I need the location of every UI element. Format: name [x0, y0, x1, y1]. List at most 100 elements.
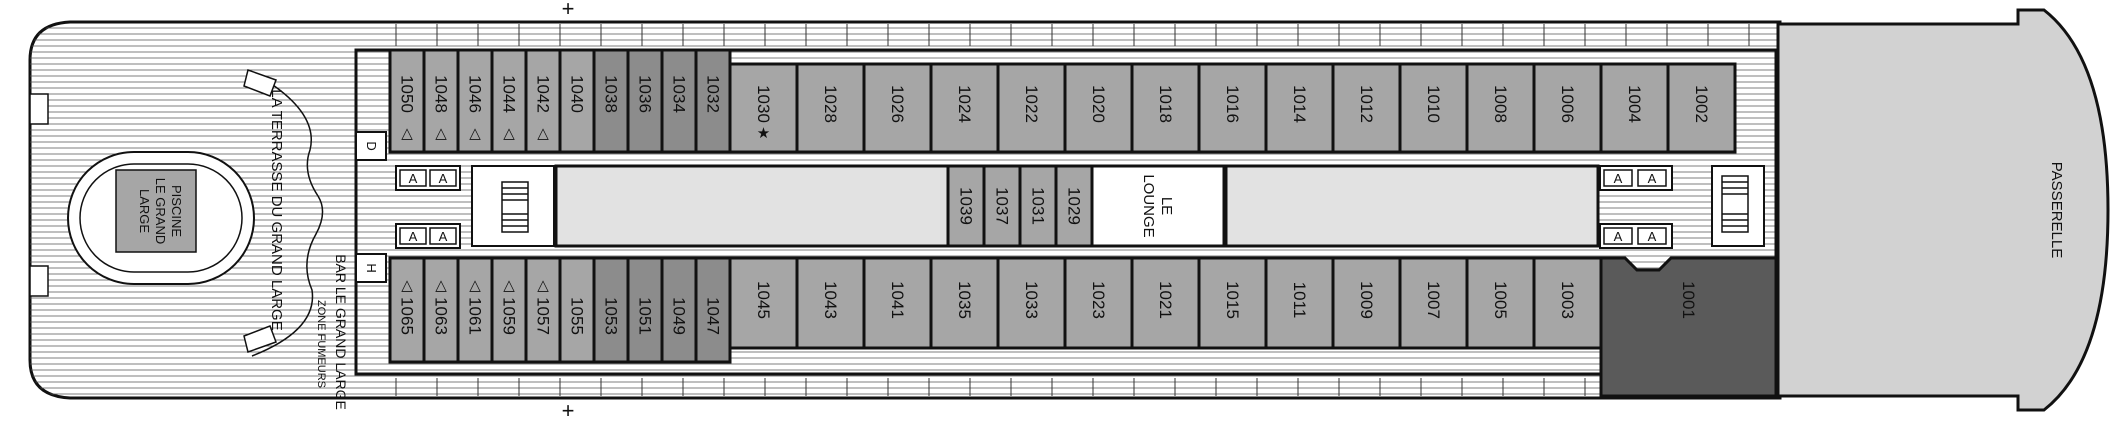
cabin-1004[interactable]: 1004	[1599, 62, 1670, 154]
cabin-box[interactable]	[626, 256, 664, 364]
cabin-1009[interactable]: 1009	[1331, 256, 1402, 350]
cabin-box[interactable]	[1054, 164, 1094, 248]
cabin-1044[interactable]: 1044△	[490, 48, 528, 154]
cabin-1057[interactable]: 1057△	[524, 256, 562, 364]
cabin-1012[interactable]: 1012	[1331, 62, 1402, 154]
cabin-1053[interactable]: 1053	[592, 256, 630, 364]
cabin-1051[interactable]: 1051	[626, 256, 664, 364]
cabin-box[interactable]	[795, 62, 866, 154]
cabin-1034[interactable]: 1034	[660, 48, 698, 154]
cabin-box[interactable]	[592, 256, 630, 364]
cabin-box[interactable]	[1532, 62, 1603, 154]
cabin-box[interactable]	[728, 256, 799, 350]
cabin-1008[interactable]: 1008	[1465, 62, 1536, 154]
cabin-number: 1041	[888, 281, 907, 319]
cabin-1041[interactable]: 1041	[862, 256, 933, 350]
cabin-1031[interactable]: 1031	[1018, 164, 1058, 248]
cabin-box[interactable]	[1398, 256, 1469, 350]
cabin-number: 1007	[1424, 281, 1443, 319]
cabin-1061[interactable]: 1061△	[456, 256, 494, 364]
superstructure-outline	[354, 48, 1778, 376]
cabin-1047[interactable]: 1047	[694, 256, 732, 364]
owner-suite: 1001	[1599, 256, 1778, 398]
cabin-1055[interactable]: 1055	[558, 256, 596, 364]
triangle-icon: △	[537, 277, 549, 294]
cabin-1049[interactable]: 1049	[660, 256, 698, 364]
cabin-box[interactable]	[422, 256, 460, 364]
cabin-1018[interactable]: 1018	[1130, 62, 1201, 154]
cabin-box[interactable]	[422, 48, 460, 154]
bar-label: BAR LE GRAND LARGE	[333, 254, 349, 410]
cabin-1024[interactable]: 1024	[929, 62, 1000, 154]
cabin-number: 1030	[754, 85, 773, 123]
cabin-1063[interactable]: 1063△	[422, 256, 460, 364]
cabin-1010[interactable]: 1010	[1398, 62, 1469, 154]
cabin-1059[interactable]: 1059△	[490, 256, 528, 364]
cabin-1026[interactable]: 1026	[862, 62, 933, 154]
cabin-box[interactable]	[1465, 62, 1536, 154]
cabin-1028[interactable]: 1028	[795, 62, 866, 154]
cabin-1042[interactable]: 1042△	[524, 48, 562, 154]
cabin-1022[interactable]: 1022	[996, 62, 1067, 154]
acc-box	[1603, 169, 1633, 187]
cabin-box[interactable]	[795, 256, 866, 350]
cabin-1006[interactable]: 1006	[1532, 62, 1603, 154]
lounge	[1090, 164, 1226, 248]
cabin-box[interactable]	[660, 48, 698, 154]
cabin-box[interactable]	[946, 164, 986, 248]
triangle-icon: △	[503, 277, 515, 294]
cabin-1036[interactable]: 1036	[626, 48, 664, 154]
cabin-number: 1055	[568, 297, 587, 335]
cabin-1002[interactable]: 1002	[1666, 62, 1737, 154]
cabin-1033[interactable]: 1033	[996, 256, 1067, 350]
cabin-1011[interactable]: 1011	[1264, 256, 1335, 350]
acc-label: A	[1648, 229, 1657, 244]
cabin-box[interactable]	[1666, 62, 1737, 154]
cabin-1037[interactable]: 1037	[982, 164, 1022, 248]
cabin-1050[interactable]: 1050△	[388, 48, 426, 154]
cabin-1020[interactable]: 1020	[1063, 62, 1134, 154]
cabin-box[interactable]	[490, 48, 528, 154]
cabin-1048[interactable]: 1048△	[422, 48, 460, 154]
cabin-1023[interactable]: 1023	[1063, 256, 1134, 350]
cabin-1045[interactable]: 1045	[728, 256, 799, 350]
cabin-1016[interactable]: 1016	[1197, 62, 1268, 154]
cabin-1003[interactable]: 1003	[1532, 256, 1603, 350]
cabin-box[interactable]	[982, 164, 1022, 248]
cabin-1040[interactable]: 1040	[558, 48, 596, 154]
cabin-1039[interactable]: 1039	[946, 164, 986, 248]
cabin-1043[interactable]: 1043	[795, 256, 866, 350]
cabin-box[interactable]	[1331, 256, 1402, 350]
cabin-box[interactable]	[996, 62, 1067, 154]
cabin-box[interactable]	[1063, 256, 1134, 350]
cabin-box[interactable]	[1264, 62, 1335, 154]
cabin-1030[interactable]: 1030★	[728, 62, 799, 154]
cabin-1035[interactable]: 1035	[929, 256, 1000, 350]
cabin-1015[interactable]: 1015	[1197, 256, 1268, 350]
cabin-1021[interactable]: 1021	[1130, 256, 1201, 350]
cabin-1014[interactable]: 1014	[1264, 62, 1335, 154]
cabin-box[interactable]	[1264, 256, 1335, 350]
cabin-number: 1032	[704, 75, 723, 113]
suite-box[interactable]	[1599, 256, 1778, 398]
cabin-1001[interactable]: 1001	[1599, 256, 1778, 398]
cabin-box[interactable]	[1197, 62, 1268, 154]
vent-bottom	[29, 265, 49, 297]
cabin-box[interactable]	[388, 48, 426, 154]
cabin-1032[interactable]: 1032	[694, 48, 732, 154]
cabin-box[interactable]	[592, 48, 630, 154]
cabin-number: 1028	[821, 85, 840, 123]
cabin-box[interactable]	[929, 256, 1000, 350]
cabin-1005[interactable]: 1005	[1465, 256, 1536, 350]
cabin-box[interactable]	[728, 62, 799, 154]
cabin-1065[interactable]: 1065△	[388, 256, 426, 364]
cabin-1038[interactable]: 1038	[592, 48, 630, 154]
cabin-box[interactable]	[1018, 164, 1058, 248]
cabin-box[interactable]	[1398, 62, 1469, 154]
accessible-units: A A A A A A A A	[395, 165, 1673, 249]
cabin-1046[interactable]: 1046△	[456, 48, 494, 154]
cabin-1029[interactable]: 1029	[1054, 164, 1094, 248]
cabin-1007[interactable]: 1007	[1398, 256, 1469, 350]
cabin-box[interactable]	[862, 256, 933, 350]
cabin-box[interactable]	[1465, 256, 1536, 350]
